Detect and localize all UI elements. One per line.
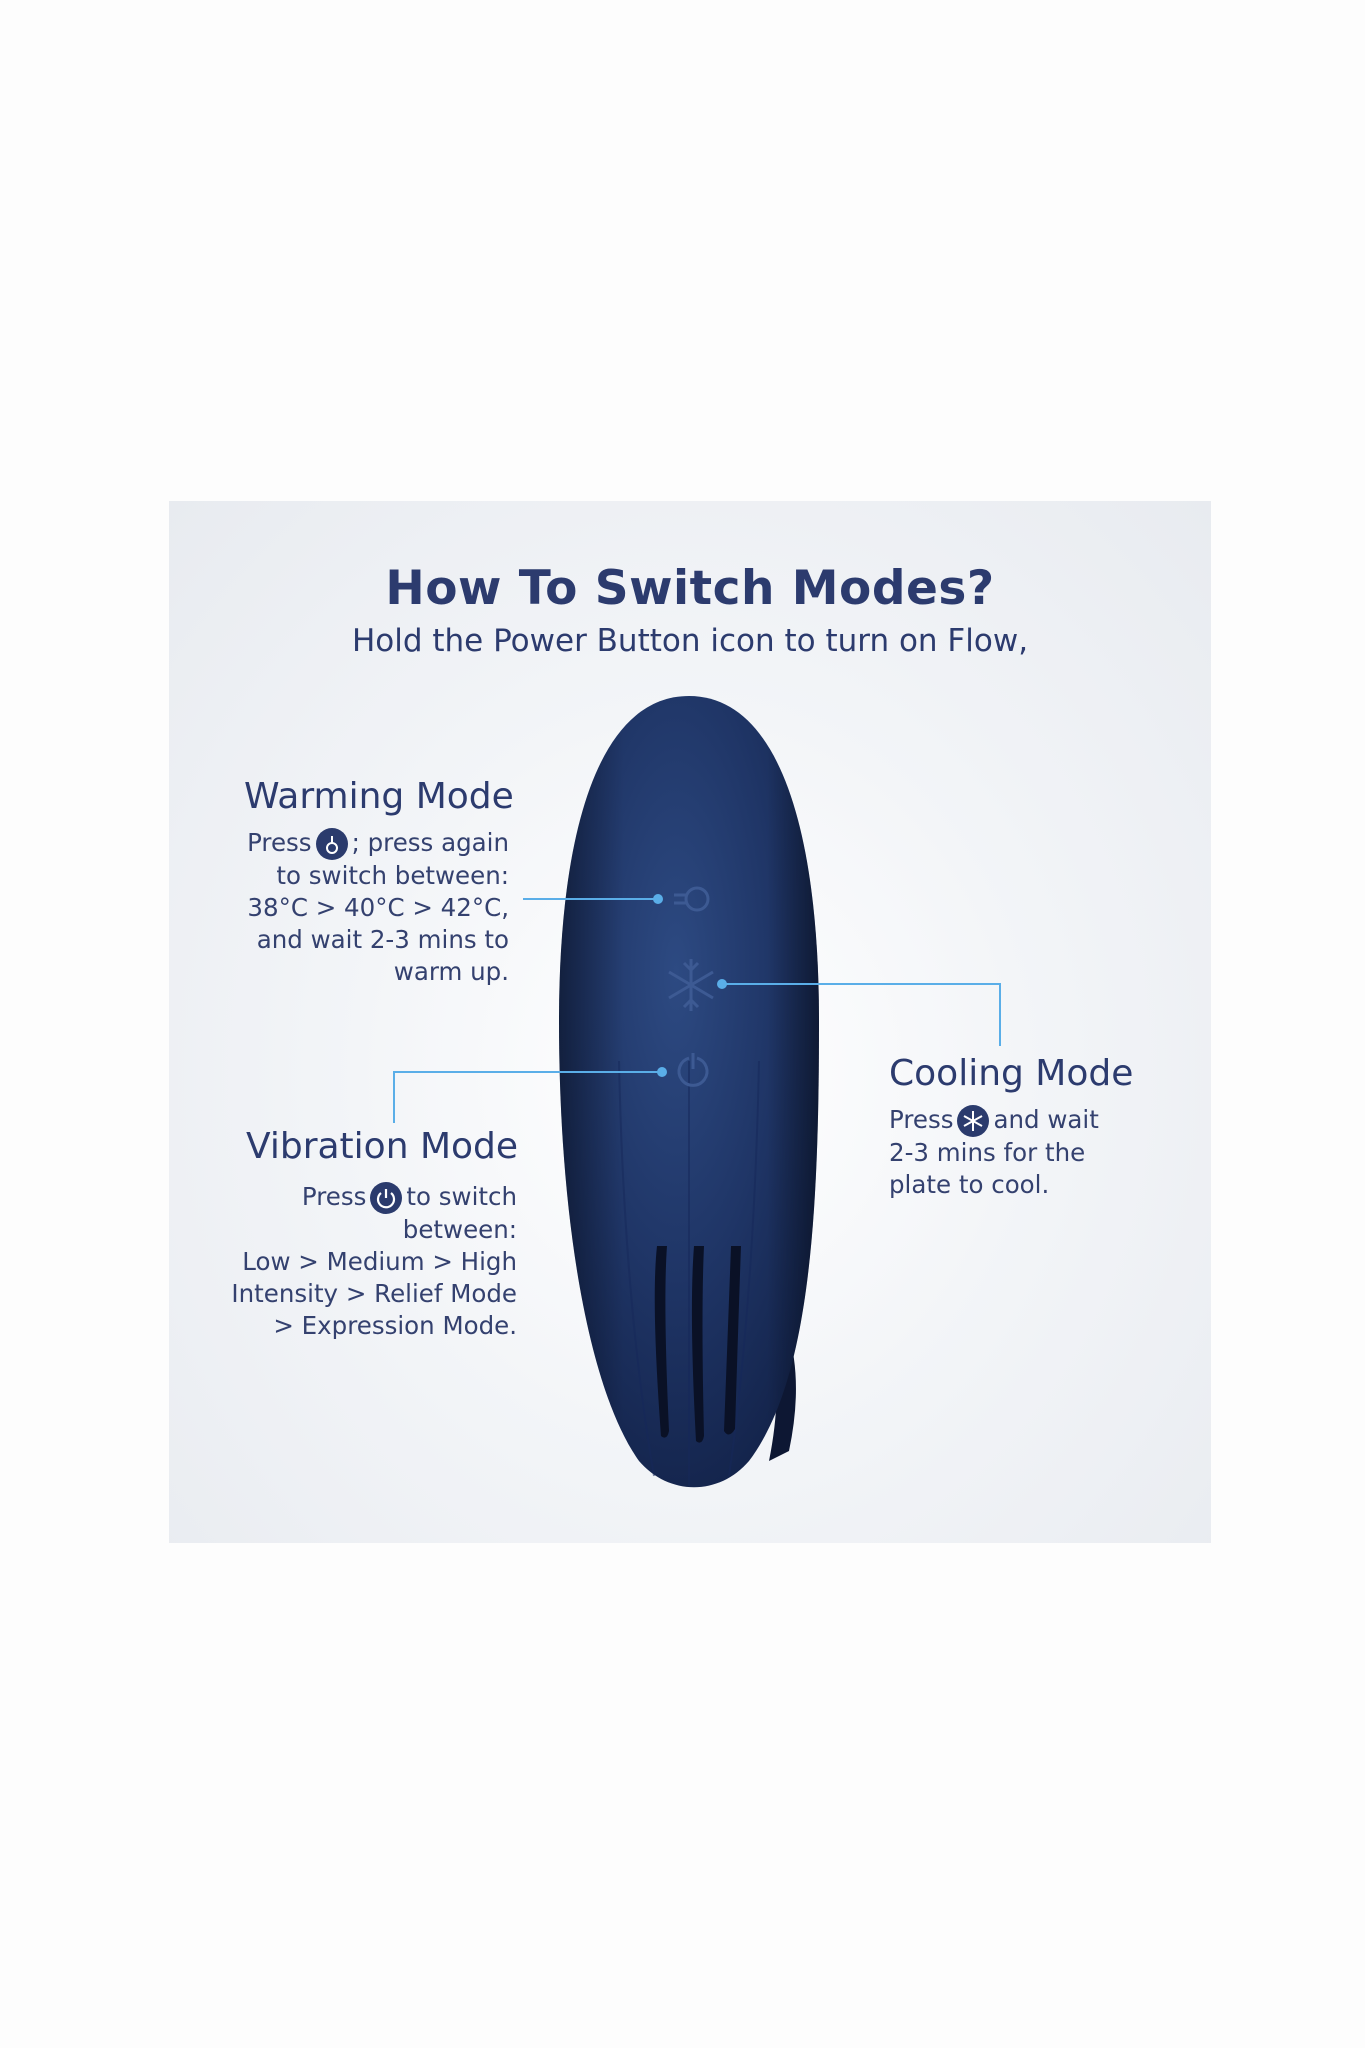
cooling-after-icon: and wait <box>993 1105 1099 1134</box>
cooling-line-2: 2-3 mins for the <box>889 1138 1086 1167</box>
warming-after-icon: ; press again <box>351 828 509 857</box>
vibration-line-5: > Expression Mode. <box>273 1311 517 1340</box>
vibration-line-4: Intensity > Relief Mode <box>231 1279 517 1308</box>
device-power-button <box>677 1053 709 1087</box>
snowflake-icon <box>957 1105 990 1137</box>
warming-line-5: warm up. <box>393 957 509 986</box>
page-subtitle: Hold the Power Button icon to turn on Fl… <box>351 623 1029 659</box>
warming-line-2: to switch between: <box>276 861 509 890</box>
warming-line-3: 38°C > 40°C > 42°C, <box>247 893 509 922</box>
device-snowflake-button <box>668 959 714 1011</box>
power-icon <box>370 1182 403 1214</box>
vibration-mode-description: Press to switch between: Low > Medium > H… <box>189 1181 517 1342</box>
vibration-press-text: Press <box>301 1182 367 1211</box>
vibration-line-3: Low > Medium > High <box>242 1247 517 1276</box>
cooling-mode-description: Press and wait 2-3 mins for the plate to … <box>889 1104 1149 1201</box>
vent-grille <box>654 1246 741 1443</box>
vibration-line-2: between: <box>402 1215 517 1244</box>
cooling-mode-title: Cooling Mode <box>889 1053 1134 1094</box>
device-illustration <box>393 696 1001 1488</box>
vibration-mode-title: Vibration Mode <box>246 1126 519 1167</box>
warming-line-4: and wait 2-3 mins to <box>256 925 509 954</box>
cooling-press-text: Press <box>889 1105 954 1134</box>
infographic-card: How To Switch Modes? Hold the Power Butt… <box>169 501 1211 1543</box>
callout-dots <box>653 894 727 1077</box>
cooling-line-3: plate to cool. <box>889 1170 1050 1199</box>
device-thermometer-button <box>674 886 710 912</box>
vibration-after-icon: to switch <box>406 1182 517 1211</box>
warming-mode-description: Press ; press again to switch between: 38… <box>209 827 509 988</box>
thermometer-icon <box>315 828 348 860</box>
warming-mode-title: Warming Mode <box>244 776 514 817</box>
callout-lines <box>393 898 1001 1123</box>
page-title: How To Switch Modes? <box>385 561 995 616</box>
warming-press-text: Press <box>247 828 312 857</box>
